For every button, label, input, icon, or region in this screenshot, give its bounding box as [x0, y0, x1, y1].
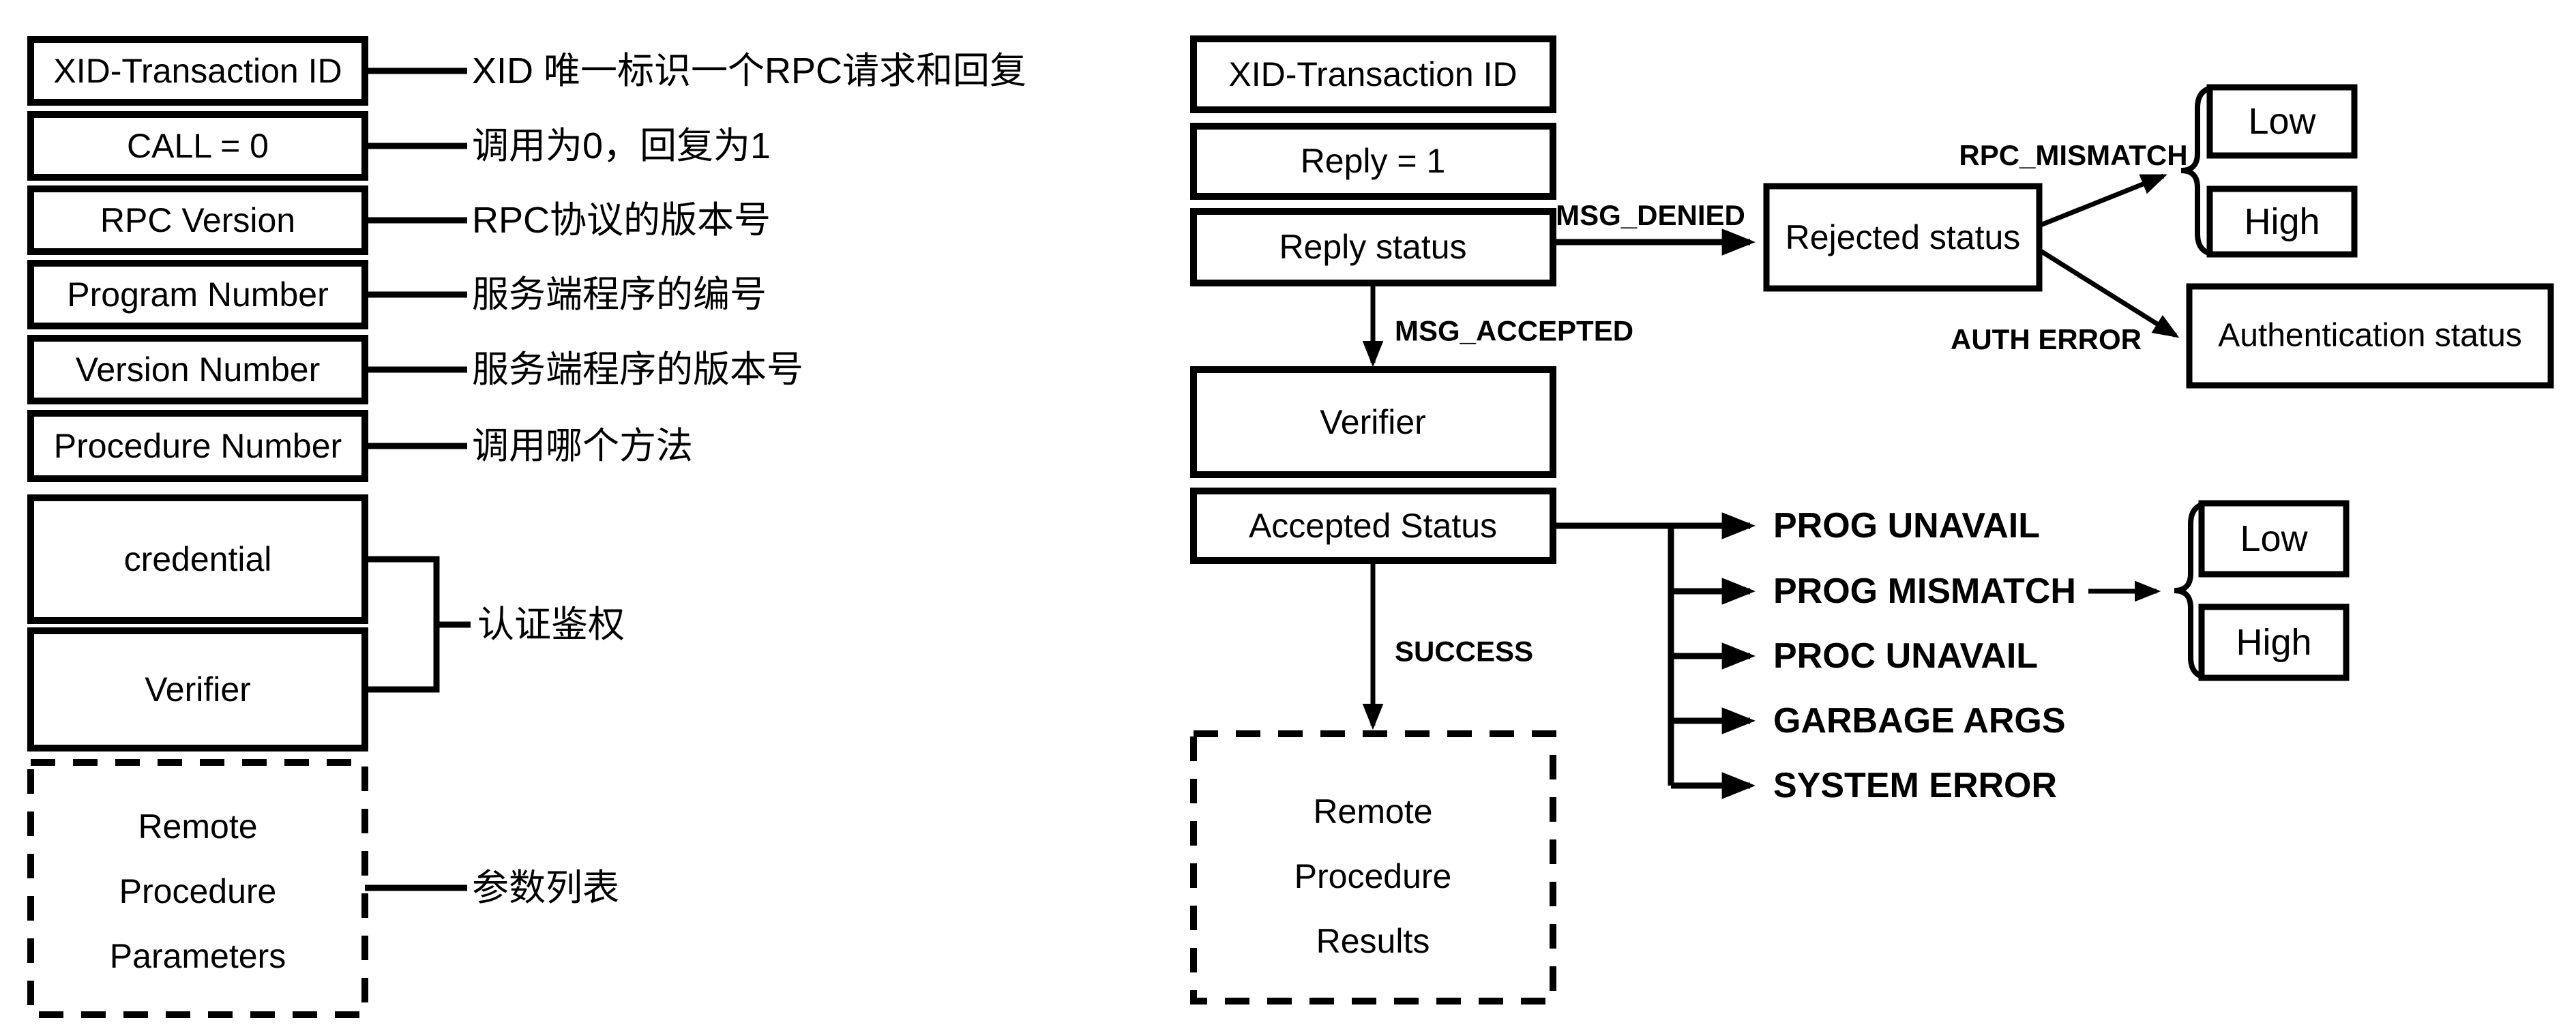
annotation-call0: 调用为0，回复为1	[472, 125, 771, 166]
call-box-parameters-line3: Parameters	[110, 937, 286, 975]
call-message-column: XID-Transaction ID XID 唯一标识一个RPC请求和回复 CA…	[27, 36, 1026, 1018]
reply-box-results	[1190, 730, 1556, 1004]
box-mismatch-high	[2198, 604, 2350, 681]
annotation-version-number: 服务端程序的版本号	[472, 349, 803, 390]
error-proc-unavail: PROC UNAVAIL	[1773, 636, 2038, 676]
annotation-parameters: 参数列表	[472, 867, 619, 908]
annotation-rpc-version: RPC协议的版本号	[472, 200, 771, 241]
call-box-call0-label: CALL = 0	[127, 127, 269, 165]
edge-auth-error-arrow	[2039, 249, 2180, 338]
call-box-verifier-label: Verifier	[145, 670, 251, 709]
annotation-xid: XID 唯一标识一个RPC请求和回复	[472, 50, 1026, 91]
mismatch-range-brace	[2174, 501, 2212, 681]
box-mismatch-high-label: High	[2236, 622, 2311, 663]
reply-box-verifier-label: Verifier	[1320, 403, 1426, 441]
reply-box-verifier	[1190, 366, 1556, 478]
call-box-xid-label: XID-Transaction ID	[53, 52, 342, 90]
edge-msg-denied-label: MSG_DENIED	[1556, 199, 1745, 231]
reply-message-column: XID-Transaction ID Reply = 1 Reply statu…	[1190, 35, 2554, 1004]
reply-box-results-line1: Remote	[1313, 792, 1432, 831]
box-mismatch-low	[2198, 500, 2350, 578]
box-rejected-low-label: Low	[2248, 101, 2316, 142]
box-mismatch-low-label: Low	[2240, 518, 2308, 559]
call-box-parameters-line1: Remote	[138, 807, 257, 846]
annotation-program-number: 服务端程序的编号	[472, 274, 767, 315]
call-box-parameters-line2: Procedure	[119, 872, 277, 910]
call-box-version-number-label: Version Number	[76, 351, 321, 389]
reply-box-reply1	[1190, 123, 1556, 200]
error-garbage-args: GARBAGE ARGS	[1773, 701, 2066, 741]
error-system-error: SYSTEM ERROR	[1773, 766, 2057, 805]
call-box-procedure-number-label: Procedure Number	[54, 427, 342, 465]
box-rejected-high	[2206, 185, 2358, 258]
edge-msg-accepted-label: MSG_ACCEPTED	[1395, 315, 1633, 347]
call-box-xid	[27, 36, 368, 106]
reply-box-reply1-label: Reply = 1	[1301, 142, 1446, 180]
box-authentication-status	[2186, 283, 2554, 389]
box-rejected-low	[2206, 84, 2358, 159]
error-prog-mismatch: PROG MISMATCH	[1773, 571, 2076, 611]
box-authentication-status-label: Authentication status	[2218, 318, 2522, 354]
reply-box-reply-status-label: Reply status	[1279, 228, 1466, 266]
rejected-range-brace	[2180, 85, 2219, 257]
call-box-verifier	[27, 627, 368, 751]
edge-success-label: SUCCESS	[1395, 636, 1533, 668]
reply-box-results-line2: Procedure	[1294, 857, 1452, 895]
box-rejected-status	[1763, 183, 2043, 292]
edge-rpc-mismatch-label: RPC_MISMATCH	[1959, 139, 2187, 171]
call-box-program-number-label: Program Number	[67, 276, 328, 314]
reply-box-accepted-status-label: Accepted Status	[1249, 507, 1497, 545]
call-box-credential	[27, 494, 368, 624]
auth-bracket	[365, 556, 440, 693]
annotation-procedure-number: 调用哪个方法	[472, 426, 693, 466]
edge-rpc-mismatch-arrow	[2039, 173, 2167, 228]
call-box-rpc-version-label: RPC Version	[100, 201, 295, 239]
reply-box-reply-status	[1190, 208, 1556, 286]
reply-box-accepted-status	[1190, 488, 1556, 564]
edge-auth-error-label: AUTH ERROR	[1951, 323, 2142, 355]
error-prog-unavail: PROG UNAVAIL	[1773, 506, 2040, 546]
call-box-parameters	[27, 759, 368, 1018]
call-box-credential-label: credential	[124, 540, 272, 578]
reply-box-results-line3: Results	[1316, 922, 1430, 960]
reply-box-xid-label: XID-Transaction ID	[1228, 55, 1517, 93]
call-box-rpc-version	[27, 185, 368, 255]
reply-box-xid	[1190, 35, 1556, 113]
box-rejected-high-label: High	[2244, 201, 2320, 242]
annotation-auth: 认证鉴权	[477, 604, 625, 645]
box-rejected-status-label: Rejected status	[1786, 218, 2021, 256]
